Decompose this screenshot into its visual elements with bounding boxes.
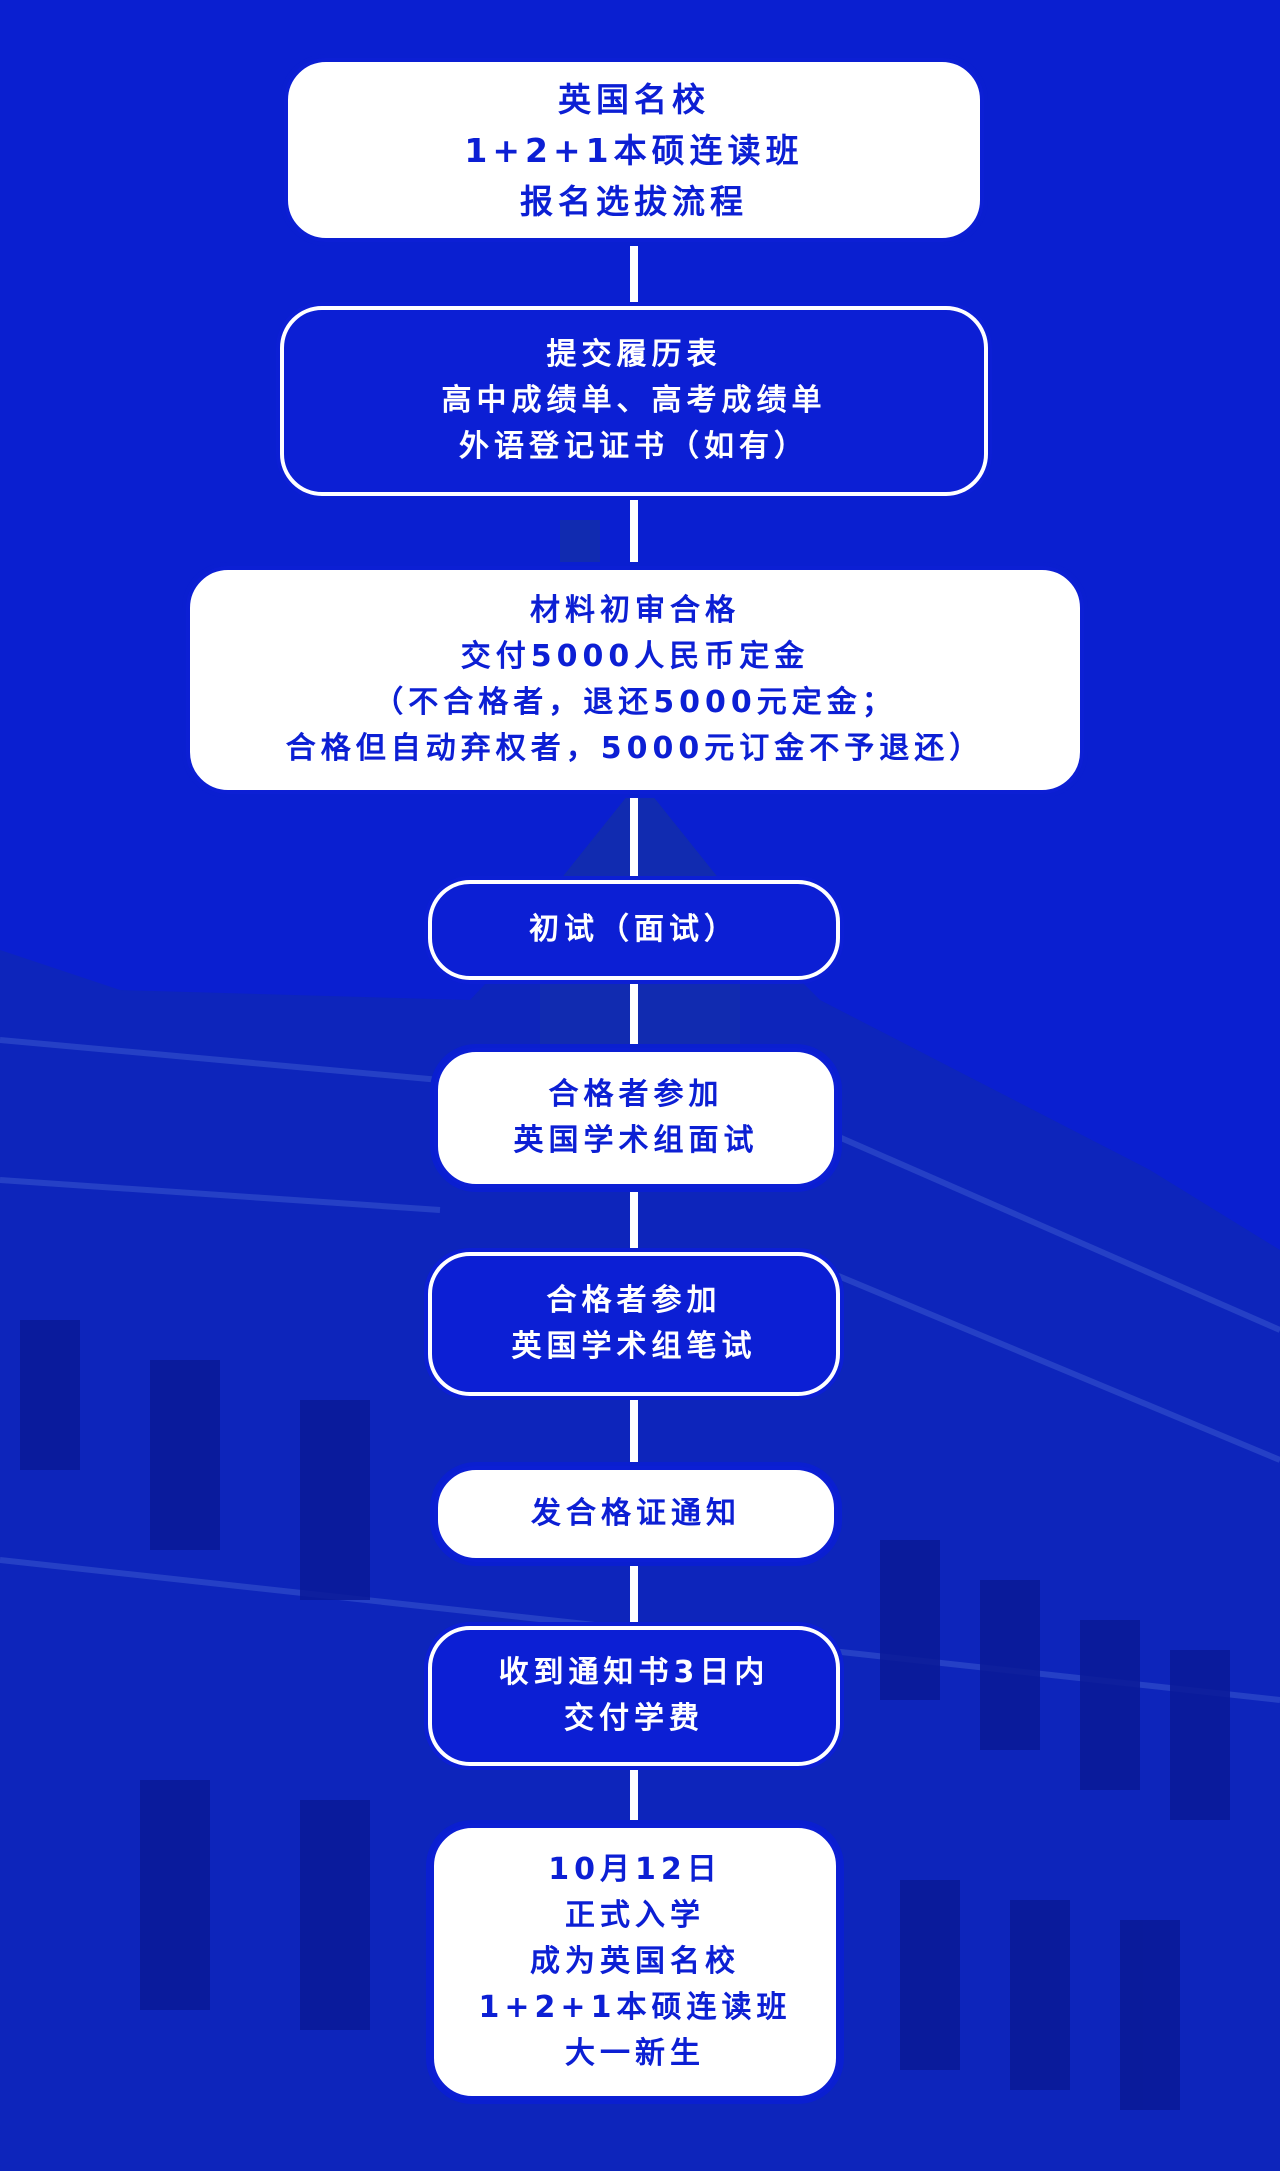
step-text: （不合格者，退还5000元定金；: [373, 685, 897, 720]
step-text: 合格但自动弃权者，5000元订金不予退还）: [285, 731, 985, 766]
step-text: 1+2+1本硕连读班: [478, 1990, 792, 2025]
step-pay-tuition-box: 收到通知书3日内 交付学费: [428, 1626, 840, 1766]
step-text: 发合格证通知: [531, 1496, 741, 1531]
step-text: 报名选拔流程: [520, 181, 748, 221]
step-text: 英国学术组面试: [513, 1123, 759, 1158]
step-text: 大一新生: [565, 2036, 705, 2071]
step-text: 英国学术组笔试: [511, 1329, 757, 1364]
step-text: 1+2+1本硕连读班: [464, 130, 804, 170]
step-text: 交付学费: [564, 1701, 704, 1736]
step-submit-resume-box: 提交履历表 高中成绩单、高考成绩单 外语登记证书（如有）: [280, 306, 988, 496]
step-text: 正式入学: [565, 1898, 705, 1933]
step-text: 合格者参加: [546, 1283, 722, 1318]
step-title-box: 英国名校 1+2+1本硕连读班 报名选拔流程: [284, 58, 984, 242]
step-uk-interview-box: 合格者参加 英国学术组面试: [434, 1048, 838, 1188]
flow-connector-line: [630, 240, 638, 1840]
step-pass-notice-box: 发合格证通知: [434, 1466, 838, 1562]
step-text: 初试（面试）: [529, 912, 739, 947]
step-text: 收到通知书3日内: [498, 1655, 770, 1690]
step-text: 外语登记证书（如有）: [459, 429, 809, 464]
step-text: 成为英国名校: [530, 1944, 740, 1979]
step-enrollment-box: 10月12日 正式入学 成为英国名校 1+2+1本硕连读班 大一新生: [430, 1824, 840, 2100]
step-material-review-box: 材料初审合格 交付5000人民币定金 （不合格者，退还5000元定金； 合格但自…: [186, 566, 1084, 794]
step-first-interview-box: 初试（面试）: [428, 880, 840, 980]
step-text: 交付5000人民币定金: [460, 639, 810, 674]
step-text: 合格者参加: [548, 1077, 724, 1112]
step-uk-written-test-box: 合格者参加 英国学术组笔试: [428, 1252, 840, 1396]
step-text: 高中成绩单、高考成绩单: [441, 383, 827, 418]
step-text: 10月12日: [548, 1852, 722, 1887]
step-text: 材料初审合格: [530, 593, 740, 628]
step-text: 提交履历表: [546, 337, 722, 372]
step-text: 英国名校: [558, 79, 710, 119]
